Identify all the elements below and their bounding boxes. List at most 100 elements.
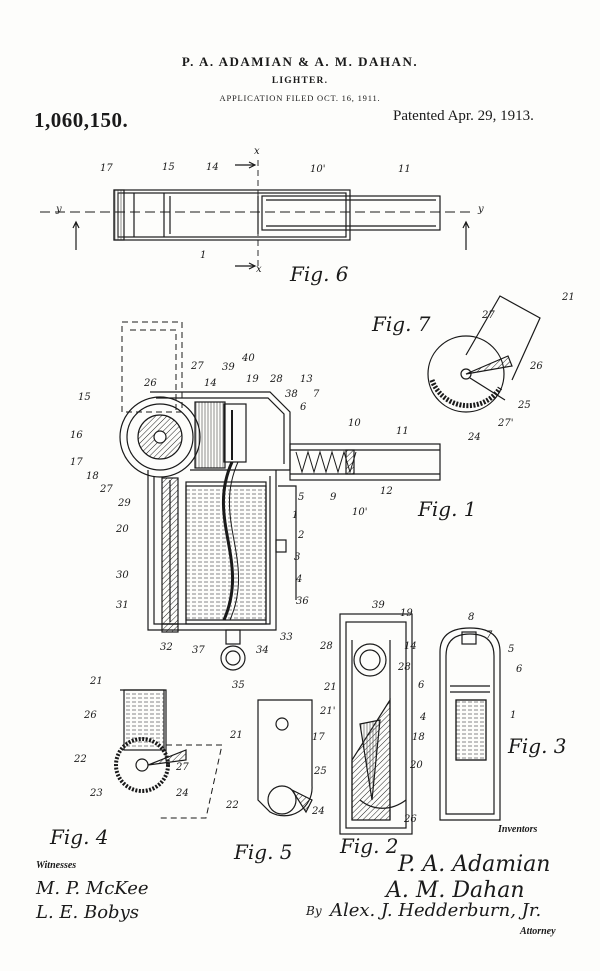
fig1-ref-29: 29 <box>118 498 131 509</box>
fig1-ref-16: 16 <box>70 430 83 441</box>
fig3-ref-4: 4 <box>420 712 426 723</box>
attorney-label: Attorney <box>520 926 556 937</box>
fig4-ref-21: 21 <box>90 676 103 687</box>
by-label: By <box>306 904 322 918</box>
fig1-ref-32: 32 <box>160 642 173 653</box>
fig6-drawing <box>40 160 470 270</box>
fig4-ref-22: 22 <box>74 754 87 765</box>
fig1-ref-5: 5 <box>298 492 304 503</box>
fig4-ref-24: 24 <box>176 788 189 799</box>
fig1-ref-28: 28 <box>270 374 283 385</box>
fig1-title: Fig. 1 <box>418 497 477 521</box>
fig1-ref-19: 19 <box>246 374 259 385</box>
fig2-ref-26: 26 <box>404 814 417 825</box>
fig1-ref-34: 34 <box>256 645 269 656</box>
fig3-title: Fig. 3 <box>508 734 567 758</box>
fig1-ref-20: 20 <box>116 524 129 535</box>
witness-2-signature: L. E. Bobys <box>36 902 139 923</box>
fig7-title: Fig. 7 <box>372 312 431 336</box>
fig4-ref-26: 26 <box>84 710 97 721</box>
fig2-ref-18: 18 <box>412 732 425 743</box>
fig1-ref-14: 14 <box>204 378 217 389</box>
fig2-ref-39: 39 <box>372 600 385 611</box>
attorney-signature: Alex. J. Hedderburn, Jr. <box>330 900 541 921</box>
fig5-drawing <box>258 700 312 816</box>
fig3-ref-5: 5 <box>508 644 514 655</box>
fig1-ref-27: 27 <box>191 361 204 372</box>
fig6-label-x-bottom: x <box>256 264 262 275</box>
fig1-ref-10p: 10' <box>352 507 367 518</box>
fig1-ref-17: 17 <box>70 457 83 468</box>
fig3-ref-7: 7 <box>486 630 492 641</box>
fig5-ref-22: 22 <box>226 800 239 811</box>
fig6-ref-11: 11 <box>398 164 411 175</box>
fig7-ref-21: 21 <box>562 292 575 303</box>
witness-1-signature: M. P. McKee <box>36 878 149 899</box>
fig7-ref-25: 25 <box>518 400 531 411</box>
fig7-ref-26: 26 <box>530 361 543 372</box>
inventor-1-signature: P. A. Adamian <box>398 852 550 877</box>
fig1-ref-12: 12 <box>380 486 393 497</box>
fig7-ref-27: 27 <box>482 310 495 321</box>
fig2-ref-14: 14 <box>404 641 417 652</box>
fig1-ref-31: 31 <box>116 600 129 611</box>
fig6-ref-17: 17 <box>100 163 113 174</box>
fig1-ref-15: 15 <box>78 392 91 403</box>
witnesses-label: Witnesses <box>36 860 76 871</box>
fig6-ref-14: 14 <box>206 162 219 173</box>
fig6-ref-15: 15 <box>162 162 175 173</box>
fig6-label-y-left: y <box>56 204 62 215</box>
fig2-ref-28b: 28 <box>398 662 411 673</box>
fig2-drawing <box>340 614 412 834</box>
fig1-ref-9: 9 <box>330 492 336 503</box>
fig1-ref-4: 4 <box>296 574 302 585</box>
fig7-ref-24: 24 <box>468 432 481 443</box>
fig1-ref-7: 7 <box>313 389 319 400</box>
fig6-ref-1: 1 <box>200 250 206 261</box>
fig1-ref-18: 18 <box>86 471 99 482</box>
fig3-ref-8: 8 <box>468 612 474 623</box>
fig1-ref-27b: 27 <box>100 484 113 495</box>
fig1-ref-3: 3 <box>294 552 300 563</box>
fig4-drawing <box>116 690 222 818</box>
fig3-drawing <box>440 628 500 820</box>
fig5-ref-24: 24 <box>312 806 325 817</box>
fig1-ref-39: 39 <box>222 362 235 373</box>
inventors-label: Inventors <box>498 824 537 835</box>
fig5-ref-21: 21 <box>230 730 243 741</box>
fig6-label-y-right: y <box>478 204 484 215</box>
fig1-ref-38: 38 <box>285 389 298 400</box>
fig1-ref-36: 36 <box>296 596 309 607</box>
fig1-ref-10: 10 <box>348 418 361 429</box>
fig6-title: Fig. 6 <box>290 262 349 286</box>
fig4-ref-23: 23 <box>90 788 103 799</box>
fig1-ref-2: 2 <box>298 530 304 541</box>
fig1-ref-1: 1 <box>292 510 298 521</box>
fig1-ref-6: 6 <box>300 402 306 413</box>
fig3-ref-6b: 6 <box>516 664 522 675</box>
fig1-ref-26: 26 <box>144 378 157 389</box>
fig3-ref-6: 6 <box>418 680 424 691</box>
fig6-label-x-top: x <box>254 146 260 157</box>
fig3-ref-1: 1 <box>510 710 516 721</box>
fig1-ref-33: 33 <box>280 632 293 643</box>
fig2-ref-17: 17 <box>312 732 325 743</box>
fig6-ref-10p: 10' <box>310 164 325 175</box>
fig2-ref-28: 28 <box>320 641 333 652</box>
fig2-title: Fig. 2 <box>340 834 399 858</box>
fig5-title: Fig. 5 <box>234 840 293 864</box>
fig1-ref-40: 40 <box>242 353 255 364</box>
fig1-ref-13: 13 <box>300 374 313 385</box>
fig1-ref-11: 11 <box>396 426 409 437</box>
fig1-ref-30: 30 <box>116 570 129 581</box>
fig2-ref-20: 20 <box>410 760 423 771</box>
fig2-ref-25: 25 <box>314 766 327 777</box>
fig1-ref-37: 37 <box>192 645 205 656</box>
fig4-title: Fig. 4 <box>50 825 109 849</box>
fig2-ref-19: 19 <box>400 608 413 619</box>
fig1-ref-35: 35 <box>232 680 245 691</box>
fig5-ref-21p: 21' <box>320 706 335 717</box>
fig4-ref-27: 27 <box>176 762 189 773</box>
fig2-ref-21: 21 <box>324 682 337 693</box>
